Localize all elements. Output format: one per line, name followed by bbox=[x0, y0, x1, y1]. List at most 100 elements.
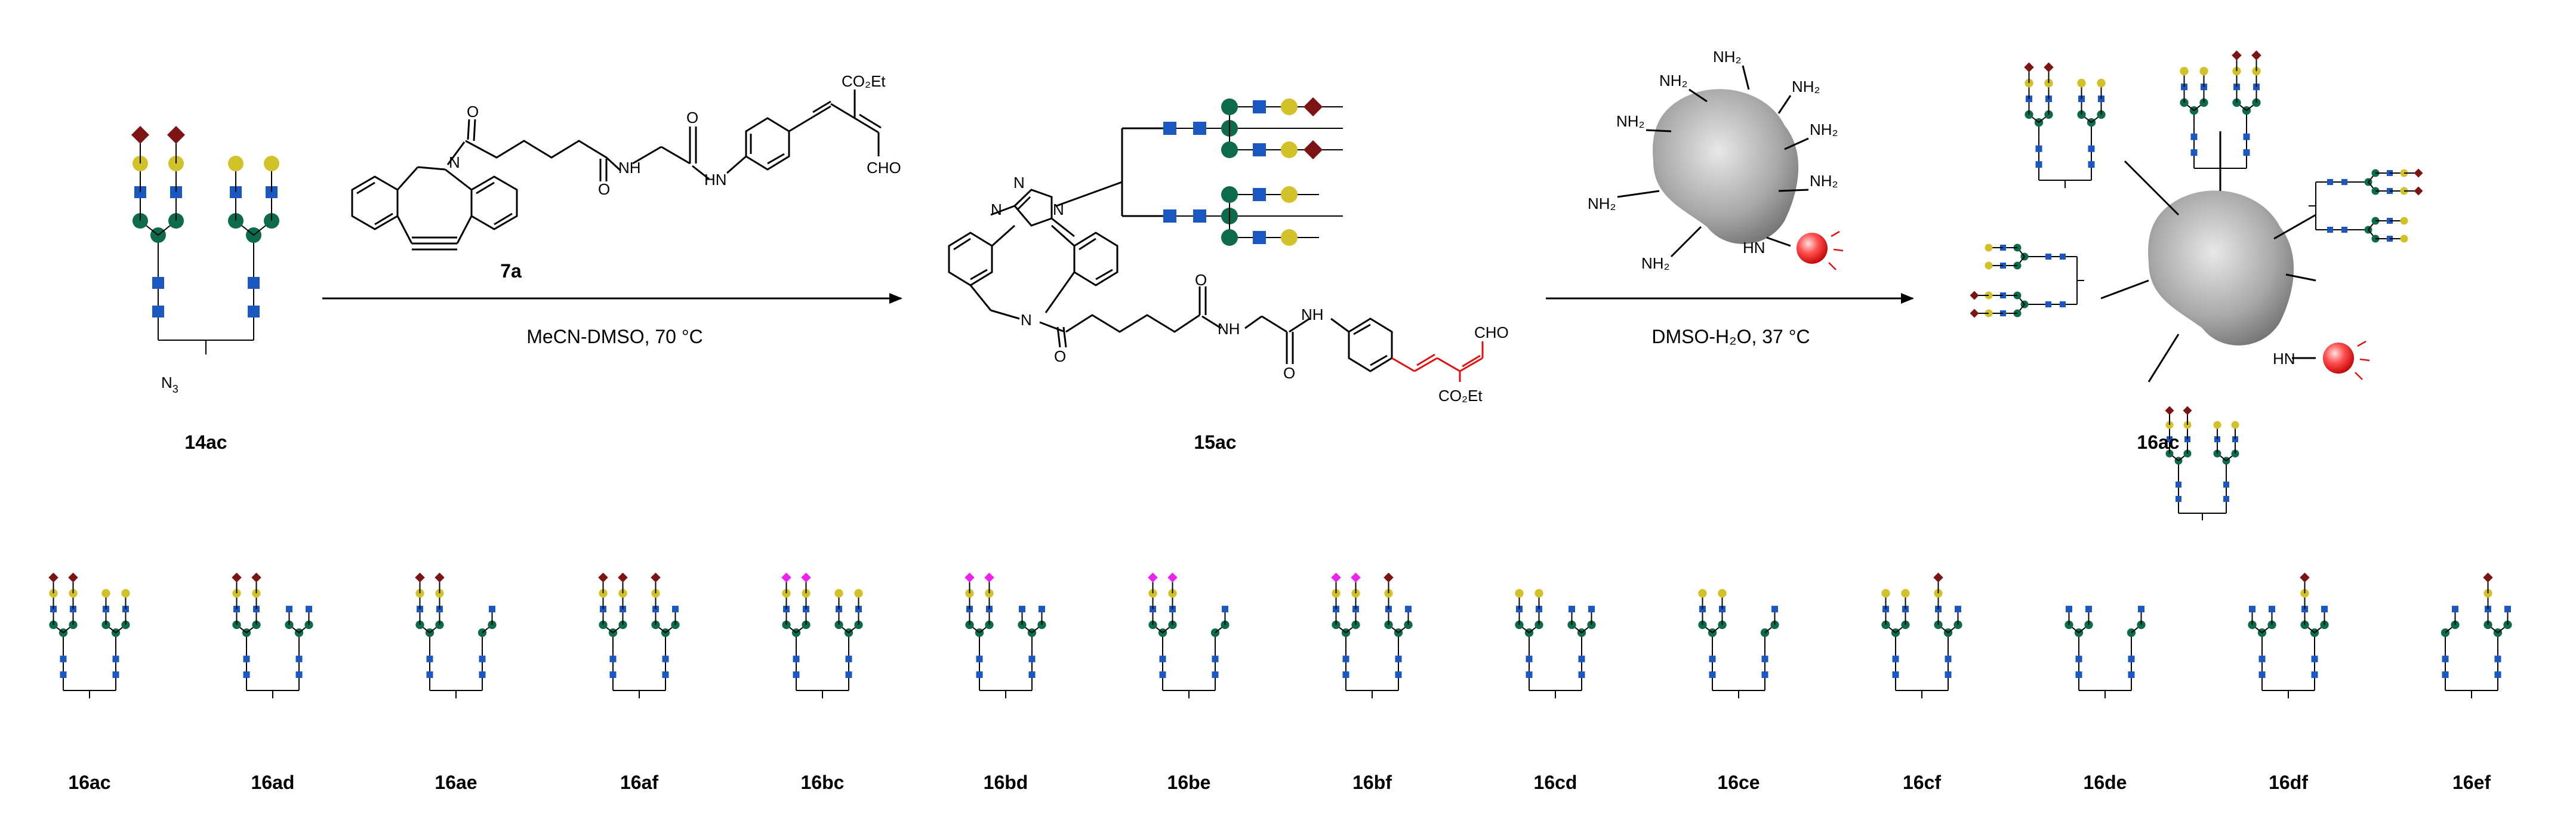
glcnac-square bbox=[1212, 655, 1219, 662]
neu5gc-diamond bbox=[1331, 572, 1341, 583]
reagent-7a-structure bbox=[351, 90, 882, 251]
library-label-16cd: 16cd bbox=[1534, 772, 1577, 793]
glcnac-square bbox=[2066, 606, 2072, 613]
neu5gc-diamond bbox=[1351, 572, 1361, 583]
glcnac-square bbox=[2128, 655, 2135, 662]
galactose-circle bbox=[228, 156, 244, 171]
protein-amine-label: NH₂ bbox=[1588, 195, 1616, 212]
library-glycan-16ce bbox=[1698, 589, 1779, 699]
glcnac-square bbox=[2128, 671, 2135, 679]
glcnac-square bbox=[1019, 606, 1025, 613]
library-glycan-16de bbox=[2065, 606, 2146, 699]
galactose-circle bbox=[121, 589, 130, 598]
glcnac-square bbox=[295, 655, 303, 662]
glcnac-square bbox=[2223, 496, 2229, 502]
galactose-circle bbox=[1698, 589, 1707, 598]
reagent-aldehyde: CHO bbox=[867, 159, 901, 177]
galactose-circle bbox=[834, 589, 843, 598]
neu5ac-diamond bbox=[2165, 406, 2174, 415]
library-glycan-16ef bbox=[2441, 572, 2512, 699]
glcnac-square bbox=[2249, 606, 2255, 613]
intermediate-15ac-structure bbox=[948, 127, 1393, 372]
galactose-circle bbox=[101, 589, 110, 598]
step1-conditions: MeCN-DMSO, 70 °C bbox=[526, 326, 703, 347]
library-label-16df: 16df bbox=[2269, 772, 2308, 793]
glcnac-square bbox=[2045, 301, 2051, 307]
glcnac-square bbox=[1945, 655, 1952, 662]
library-label-16ef: 16ef bbox=[2452, 772, 2491, 793]
glcnac-square bbox=[2269, 606, 2275, 613]
glcnac-square bbox=[2223, 482, 2229, 488]
glcnac-square bbox=[1159, 655, 1166, 662]
glcnac-square bbox=[976, 655, 983, 662]
galactose-circle bbox=[1985, 243, 1993, 252]
man-circle bbox=[1221, 186, 1238, 203]
glcnac-square bbox=[1222, 606, 1228, 613]
library-glycan-16af bbox=[598, 572, 680, 699]
galactose-circle bbox=[1281, 229, 1298, 246]
glcnac-square bbox=[1028, 671, 1036, 679]
neu5ac-diamond bbox=[48, 572, 58, 583]
glcnac-square bbox=[60, 671, 67, 679]
glcnac-square bbox=[2138, 606, 2144, 613]
glcnac-square bbox=[1253, 100, 1266, 113]
neu5ac-diamond bbox=[1970, 291, 1979, 300]
glcnac-square bbox=[2442, 655, 2449, 662]
glcnac-square bbox=[1578, 671, 1585, 679]
galactose-circle bbox=[2097, 79, 2106, 88]
arrow-head-1 bbox=[889, 293, 902, 304]
triazole-n2: N bbox=[991, 201, 1002, 218]
library-label-16bc: 16bc bbox=[801, 772, 845, 793]
product-glycan-1 bbox=[2024, 62, 2106, 189]
protein-amine-label: NH₂ bbox=[1641, 254, 1670, 272]
glcnac-square bbox=[2190, 133, 2198, 140]
neu5ac-diamond bbox=[2414, 186, 2423, 196]
glcnac-square bbox=[1771, 606, 1778, 613]
glcnac-square bbox=[2035, 145, 2042, 152]
reagent-carbonyl-o3: O bbox=[686, 109, 698, 127]
glcnac-square bbox=[1709, 655, 1716, 662]
glcnac-square bbox=[1028, 655, 1036, 662]
library-glycan-16be bbox=[1148, 572, 1230, 699]
reagent-ring-n: N bbox=[449, 153, 460, 171]
galactose-circle bbox=[1534, 589, 1543, 598]
glcnac-square bbox=[793, 671, 800, 679]
neu5ac-diamond bbox=[68, 572, 78, 583]
library-glycan-16bc bbox=[781, 572, 863, 699]
intermediate-nh-a: NH bbox=[1218, 320, 1240, 338]
glcnac-square bbox=[243, 655, 250, 662]
glcnac-square bbox=[976, 671, 983, 679]
glcnac-square bbox=[295, 671, 303, 679]
protein-nh-label: HN bbox=[1743, 239, 1765, 257]
fluorophore-ball bbox=[1797, 233, 1828, 264]
neu5gc-diamond bbox=[1148, 572, 1158, 583]
galactose-circle bbox=[1881, 589, 1890, 598]
library-glycan-16bd bbox=[965, 572, 1046, 699]
glycan-14ac bbox=[131, 126, 279, 354]
man-circle bbox=[1221, 229, 1238, 246]
glcnac-square bbox=[1039, 606, 1045, 613]
intermediate-aldehyde: CHO bbox=[1474, 323, 1509, 341]
glcnac-square bbox=[152, 306, 164, 317]
glcnac-square bbox=[609, 655, 617, 662]
library-label-16ad: 16ad bbox=[251, 772, 295, 793]
product-nh-label: HN bbox=[2273, 350, 2295, 368]
glcnac-square bbox=[2452, 606, 2458, 613]
glcnac-square bbox=[306, 606, 312, 613]
glcnac-square bbox=[1526, 655, 1533, 662]
library-label-16de: 16de bbox=[2084, 772, 2127, 793]
glcnac-square bbox=[1761, 655, 1768, 662]
protein-amine-label: NH₂ bbox=[1616, 112, 1645, 130]
neu5ac-diamond bbox=[1304, 140, 1323, 159]
protein-amine-label: NH₂ bbox=[1792, 78, 1820, 95]
glcnac-square bbox=[1395, 655, 1402, 662]
intermediate-ring-n: N bbox=[1021, 311, 1032, 329]
galactose-circle bbox=[1901, 589, 1910, 598]
library-label-16bd: 16bd bbox=[984, 772, 1028, 793]
glcnac-square bbox=[479, 671, 486, 679]
glcnac-square bbox=[426, 671, 433, 679]
product-16ac: HN bbox=[1970, 50, 2423, 520]
glcnac-square bbox=[2258, 671, 2266, 679]
galactose-circle bbox=[1281, 98, 1298, 115]
intermediate-ester: CO₂Et bbox=[1438, 387, 1483, 405]
